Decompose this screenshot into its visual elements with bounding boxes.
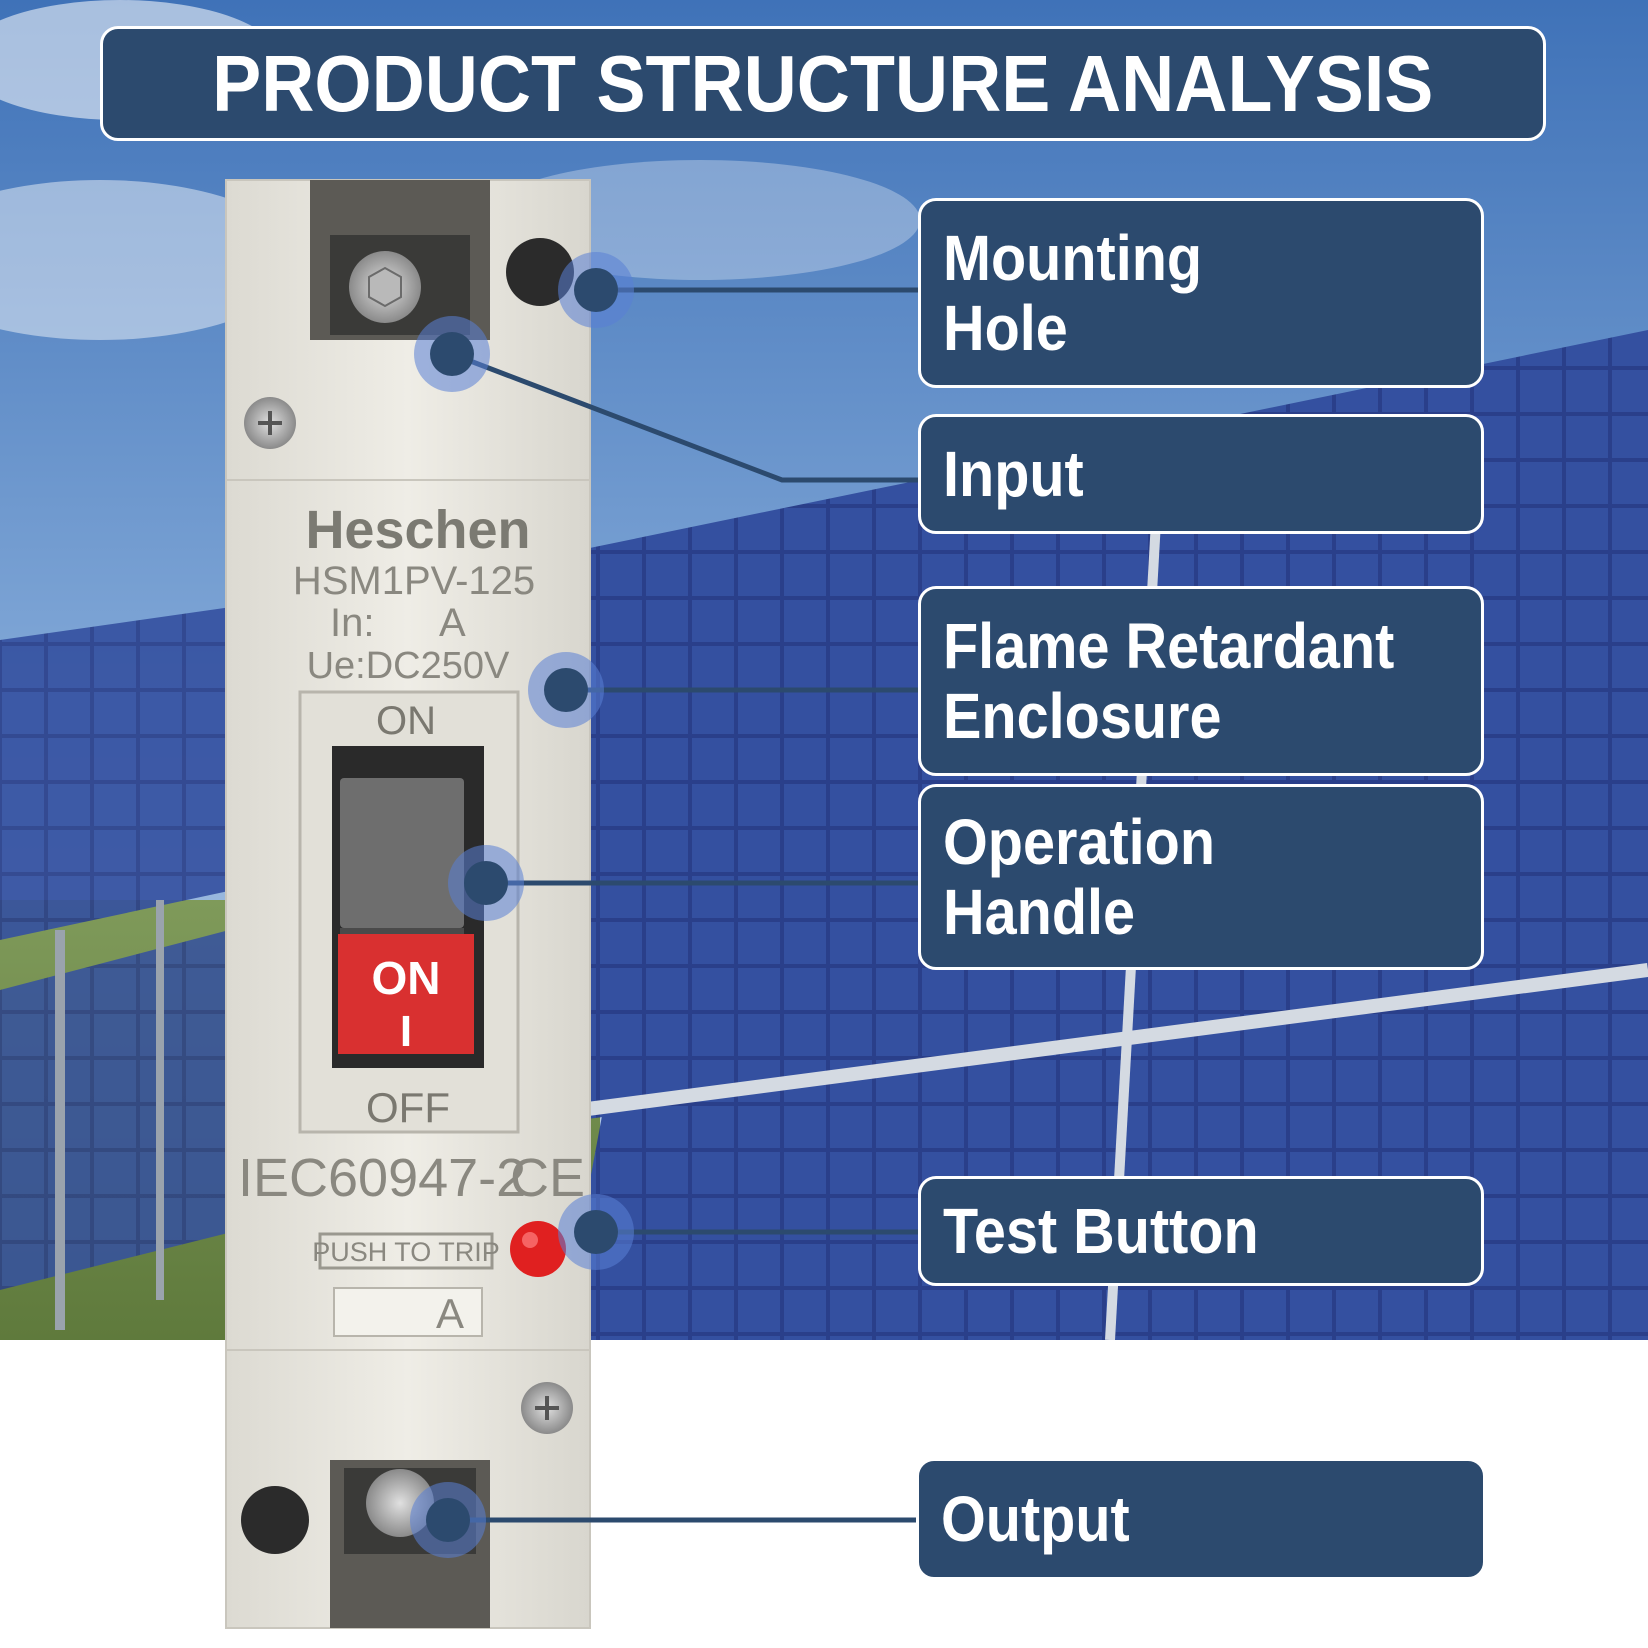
push-to-trip-label: PUSH TO TRIP [312,1237,500,1267]
marker-test-button [558,1194,634,1270]
page-title: PRODUCT STRUCTURE ANALYSIS [212,38,1434,128]
ce-mark: CE [510,1148,585,1208]
bottom-mounting-hole [241,1486,309,1554]
marker-enclosure [528,652,604,728]
marker-input [414,316,490,392]
line-input [451,351,920,483]
label-input: Input [918,414,1484,534]
label-operation-handle: Operation Handle [918,784,1484,970]
rated-current: In: A [330,601,466,645]
label-flame-retardant-enclosure: Flame Retardant Enclosure [918,586,1484,776]
label-mounting-hole: Mounting Hole [918,198,1484,388]
test-button-red[interactable] [510,1221,566,1277]
model-number: HSM1PV-125 [293,559,535,603]
handle-symbol-text: I [400,1007,412,1056]
label-output: Output [916,1458,1486,1580]
label-text: Operation Handle [943,806,1216,948]
marker-mounting-hole [558,252,634,328]
label-text: Mounting Hole [943,222,1203,364]
mounting-hole-opening [506,238,574,306]
title-banner: PRODUCT STRUCTURE ANALYSIS [100,26,1546,141]
rating-window-label: A [436,1290,464,1337]
rated-voltage: Ue:DC250V [307,645,510,687]
label-text: Flame Retardant Enclosure [943,610,1395,752]
handle-on-text: ON [372,952,441,1004]
brand-name: Heschen [305,500,530,560]
switch-on-marking: ON [376,699,436,743]
operation-handle-lever[interactable] [340,778,464,928]
callout-lines [448,287,920,1523]
label-text: Input [943,438,1084,510]
circuit-breaker: Heschen HSM1PV-125 In: A Ue:DC250V ON ON… [225,179,591,1629]
label-text: Output [941,1483,1130,1555]
marker-output [410,1482,486,1558]
label-test-button: Test Button [918,1176,1484,1286]
callout-markers [410,252,634,1558]
switch-off-marking: OFF [366,1084,450,1131]
marker-operation-handle [448,845,524,921]
label-text: Test Button [943,1195,1259,1267]
handle-on-indicator [338,934,474,1054]
standard-marking: IEC60947-2 [238,1148,526,1208]
